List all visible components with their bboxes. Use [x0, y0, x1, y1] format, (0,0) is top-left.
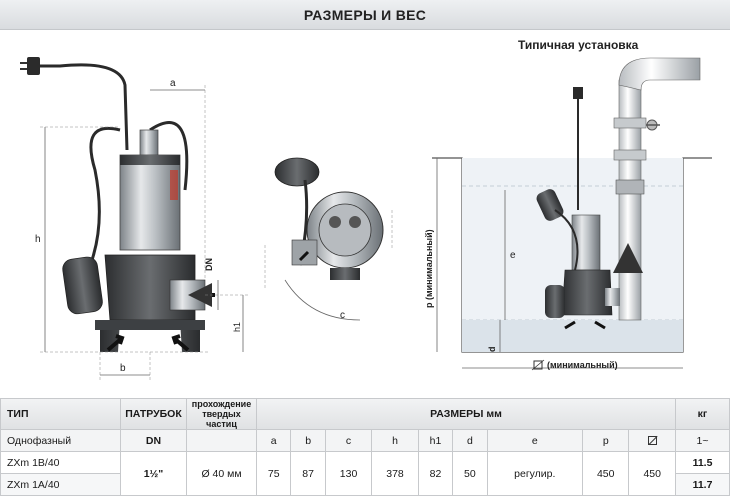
dim-p-min: p (минимальный) [424, 229, 434, 308]
plug-icon [27, 57, 40, 75]
sub-kg: 1~ [675, 429, 730, 452]
install-caption: Типичная установка [518, 38, 639, 52]
row-weight: 11.5 [675, 451, 730, 474]
dim-value-c: 130 [324, 451, 373, 496]
row-weight: 11.7 [675, 473, 730, 496]
pump-front-view: h a b DN h1 [20, 57, 248, 380]
dim-header-b: b [290, 429, 326, 452]
diameter-square-icon [647, 436, 657, 446]
dim-header-h: h [371, 429, 419, 452]
dim-header-e: e [486, 429, 584, 452]
dim-d: d [487, 347, 497, 353]
technical-drawings: h a b DN h1 c [20, 57, 712, 380]
sub-port: DN [120, 429, 187, 452]
dim-a: a [170, 78, 176, 89]
install-plug-icon [573, 87, 583, 99]
section-title-text: РАЗМЕРЫ И ВЕС [303, 6, 427, 23]
dim-h1: h1 [232, 322, 242, 332]
diameter-square-icon [533, 360, 543, 370]
sub-type: Однофазный [0, 429, 121, 452]
dim-value-h: 378 [371, 451, 419, 496]
solids-value: Ø 40 мм [186, 451, 257, 496]
dim-header-p: p [581, 429, 630, 452]
dim-value-a: 75 [255, 451, 292, 496]
dim-header-diam [628, 429, 676, 452]
col-solids: прохождение твердых частиц [186, 398, 257, 430]
pump-top-view: c [264, 157, 393, 321]
dim-value-d: 50 [452, 451, 488, 496]
dim-value-e: регулир. [486, 451, 584, 496]
dim-header-d: d [452, 429, 488, 452]
dim-value-p: 450 [581, 451, 630, 496]
dim-diam-min: (минимальный) [547, 360, 618, 370]
col-dims: РАЗМЕРЫ мм [256, 398, 676, 430]
dim-value-diam: 450 [628, 451, 676, 496]
dim-header-h1: h1 [417, 429, 454, 452]
row-name: ZXm 1B/40 [0, 451, 121, 474]
sub-solids [186, 429, 257, 452]
installation-diagram: p (минимальный) e d (минимальный) [424, 57, 712, 371]
section-title: РАЗМЕРЫ И ВЕС [0, 0, 730, 30]
dim-dn: DN [204, 258, 214, 271]
dim-header-c: c [324, 429, 373, 452]
dim-h: h [35, 234, 41, 245]
col-solids-line2: твердых частиц [202, 409, 241, 429]
row-name: ZXm 1A/40 [0, 473, 121, 496]
dim-header-a: a [255, 429, 292, 452]
dim-value-h1: 82 [417, 451, 454, 496]
dim-c: c [340, 310, 345, 321]
spec-table: ТИП ПАТРУБОК прохождение твердых частиц … [0, 398, 730, 496]
col-port: ПАТРУБОК [120, 398, 187, 430]
dim-b: b [120, 363, 126, 374]
col-kg: кг [675, 398, 730, 430]
port-value: 1½" [120, 451, 187, 496]
col-type: ТИП [0, 398, 121, 430]
col-solids-line1: прохождение [191, 399, 252, 409]
dim-e: e [510, 250, 516, 261]
dim-value-b: 87 [290, 451, 326, 496]
